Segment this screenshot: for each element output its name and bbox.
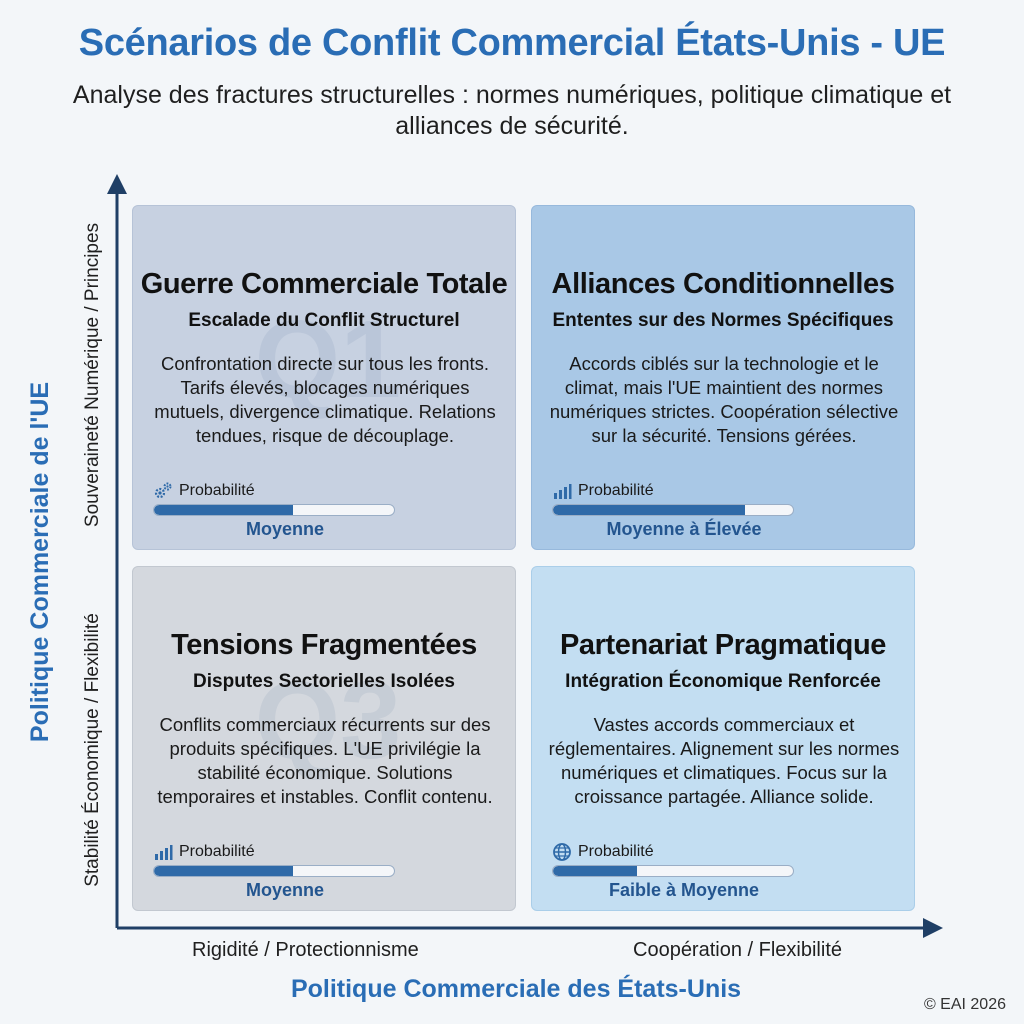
bar-chart-icon xyxy=(155,845,173,860)
quadrant-subtitle: Intégration Économique Renforcée xyxy=(565,671,881,692)
quadrant-subtitle: Disputes Sectorielles Isolées xyxy=(193,671,455,692)
probability-level: Faible à Moyenne xyxy=(608,880,760,900)
probability-label: Probabilité xyxy=(578,843,654,860)
probability-level: Moyenne à Élevée xyxy=(606,519,762,539)
probability-bar xyxy=(552,504,794,516)
probability-level: Moyenne xyxy=(245,519,324,539)
probability-row: Probabilité xyxy=(552,480,654,502)
bar-chart-icon xyxy=(554,484,572,499)
y-axis-top-label: Souveraineté Numérique / Principes xyxy=(82,222,103,528)
quadrant-top-right: Alliances Conditionnelles Ententes sur d… xyxy=(531,205,915,550)
quadrant-description: Confrontation directe sur tous les front… xyxy=(154,353,496,446)
x-axis-title: Politique Commerciale des États-Unis xyxy=(290,975,742,1003)
probability-bar xyxy=(552,865,794,877)
quadrant-description: Vastes accords commerciaux et réglementa… xyxy=(548,714,900,807)
quadrant-subtitle: Ententes sur des Normes Spécifiques xyxy=(552,310,894,331)
probability-bar-fill xyxy=(154,866,294,876)
page-title: Scénarios de Conflit Commercial États-Un… xyxy=(78,22,946,64)
quadrant-title: Tensions Fragmentées xyxy=(171,629,477,661)
quadrant-description: Conflits commerciaux récurrents sur des … xyxy=(157,714,493,807)
probability-row: Probabilité xyxy=(153,480,255,502)
quadrant-title: Alliances Conditionnelles xyxy=(551,268,895,300)
y-axis-bottom-label: Stabilité Économique / Flexibilité xyxy=(82,613,103,887)
quadrant-description: Accords ciblés sur la technologie et le … xyxy=(549,353,899,446)
y-axis-title: Politique Commerciale de l'UE xyxy=(26,381,54,743)
copyright: © EAI 2026 xyxy=(923,996,1006,1013)
probability-row: Probabilité xyxy=(153,841,255,863)
y-axis-arrow-icon xyxy=(107,174,127,194)
probability-bar-fill xyxy=(553,866,637,876)
quadrant-title: Partenariat Pragmatique xyxy=(559,629,887,661)
probability-label: Probabilité xyxy=(179,843,255,860)
page-subtitle: Analyse des fractures structurelles : no… xyxy=(72,81,952,140)
globe-icon xyxy=(553,843,571,861)
quadrant-title: Guerre Commerciale Totale xyxy=(140,268,508,300)
probability-bar xyxy=(153,865,395,877)
probability-level: Moyenne xyxy=(245,880,324,900)
x-axis-right-label: Coopération / Flexibilité xyxy=(633,939,842,961)
quadrant-bottom-left: Q3 Tensions Fragmentées Disputes Sectori… xyxy=(132,566,516,911)
probability-label: Probabilité xyxy=(179,482,255,499)
probability-bar-fill xyxy=(154,505,294,515)
quadrant-bottom-right: Partenariat Pragmatique Intégration Écon… xyxy=(531,566,915,911)
x-axis-arrow-icon xyxy=(923,918,943,938)
probability-bar xyxy=(153,504,395,516)
quadrant-top-left: Q1 Guerre Commerciale Totale Escalade du… xyxy=(132,205,516,550)
x-axis-left-label: Rigidité / Protectionnisme xyxy=(192,939,419,961)
probability-label: Probabilité xyxy=(578,482,654,499)
probability-row: Probabilité xyxy=(552,841,654,863)
quadrant-subtitle: Escalade du Conflit Structurel xyxy=(188,310,460,331)
probability-bar-fill xyxy=(553,505,745,515)
gears-icon xyxy=(154,482,172,499)
